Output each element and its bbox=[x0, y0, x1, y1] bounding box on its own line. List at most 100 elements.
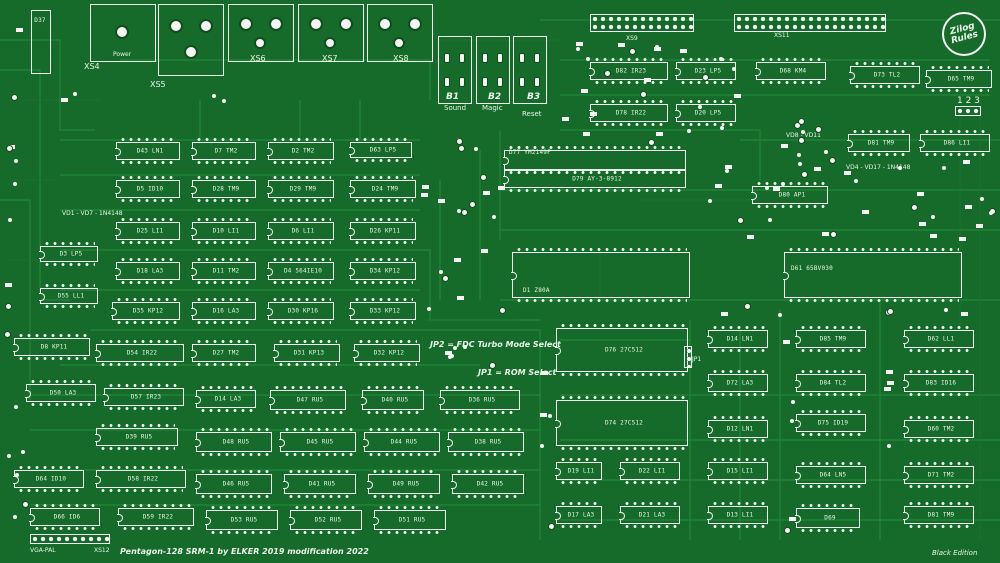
through-hole-pad bbox=[744, 303, 751, 310]
through-hole-pad bbox=[798, 137, 805, 144]
chip-label: D4 564IE10 bbox=[283, 267, 323, 275]
via bbox=[768, 218, 772, 222]
via bbox=[781, 182, 785, 186]
sound-label: Sound bbox=[444, 104, 467, 112]
chip-label: D35 KP12 bbox=[132, 307, 164, 315]
via bbox=[732, 67, 736, 71]
smd-pad bbox=[457, 296, 464, 300]
chip-label: D53 RU5 bbox=[230, 516, 258, 524]
chip-label: D11 TM2 bbox=[212, 267, 240, 275]
chip-d18: D18 LA3 bbox=[115, 258, 180, 284]
smd-pad bbox=[747, 235, 754, 239]
jp1-label: JP1 bbox=[692, 356, 702, 363]
chip-d59: D59 IR22 bbox=[117, 504, 194, 530]
via bbox=[7, 454, 11, 458]
chip-label: D43 LN1 bbox=[136, 147, 164, 155]
through-hole-pad bbox=[798, 118, 805, 125]
smd-pad bbox=[656, 132, 663, 136]
chip-label: D25 LI1 bbox=[136, 227, 164, 235]
power-label: Power bbox=[113, 51, 132, 58]
chip-label: D71 TM2 bbox=[927, 471, 955, 479]
chip-d33: D33 KP12 bbox=[349, 298, 416, 324]
chip-d58: D58 IR22 bbox=[95, 466, 186, 492]
chip-d26: D26 KP11 bbox=[349, 218, 416, 244]
board-title: Pentagon-128 SRM-1 by ELKER 2019 modific… bbox=[120, 547, 369, 556]
via bbox=[790, 419, 794, 423]
through-hole-pad bbox=[801, 171, 808, 178]
smd-pad bbox=[422, 185, 429, 189]
via bbox=[540, 444, 544, 448]
via bbox=[13, 182, 17, 186]
chip-d41: D41 RU5 bbox=[283, 470, 356, 498]
chip-d78: D78 IR22 bbox=[589, 100, 668, 126]
via bbox=[463, 345, 467, 349]
xs8-jack bbox=[367, 4, 433, 62]
chip-d20: D20 LP5 bbox=[675, 100, 736, 126]
via bbox=[798, 162, 802, 166]
xs6-jack bbox=[228, 4, 294, 62]
reset-button[interactable] bbox=[513, 36, 547, 104]
b3-label: B3 bbox=[527, 92, 541, 102]
chip-label: D59 IR22 bbox=[142, 513, 174, 521]
chip-label: D55 LL1 bbox=[57, 292, 85, 300]
smd-pad bbox=[919, 222, 926, 226]
smd-pad bbox=[644, 78, 651, 82]
chip-label: D54 IR22 bbox=[126, 349, 158, 357]
chip-d1-cpu: D1 Z80A bbox=[511, 248, 690, 302]
chip-d35: D35 KP12 bbox=[111, 298, 180, 324]
jumper-123[interactable] bbox=[955, 106, 981, 116]
via bbox=[439, 270, 443, 274]
chip-label: D14 LN1 bbox=[726, 335, 754, 343]
chip-d25: D25 LI1 bbox=[115, 218, 180, 244]
sound-button[interactable] bbox=[438, 36, 472, 104]
chip-label: D75 ID19 bbox=[817, 419, 849, 427]
chip-label: D18 LA3 bbox=[136, 267, 164, 275]
via bbox=[720, 126, 724, 130]
chip-d82: D82 IR23 bbox=[589, 58, 668, 84]
smd-pad bbox=[438, 199, 445, 203]
smd-pad bbox=[715, 184, 722, 188]
magic-button[interactable] bbox=[476, 36, 510, 104]
smd-pad bbox=[721, 312, 728, 316]
chip-label: D36 RU5 bbox=[468, 396, 496, 404]
jumper-123-label: 1 2 3 bbox=[957, 96, 980, 106]
via bbox=[980, 197, 984, 201]
jp1-header[interactable] bbox=[684, 346, 692, 368]
chip-d43: D43 LN1 bbox=[115, 138, 180, 164]
chip-label: D66 ID6 bbox=[53, 513, 81, 521]
via bbox=[15, 473, 19, 477]
via bbox=[457, 209, 461, 213]
chip-label: D13 LI1 bbox=[726, 511, 754, 519]
chip-d74-rom: D74 27C512 bbox=[555, 396, 688, 450]
smd-pad bbox=[887, 381, 894, 385]
chip-label: D73 TL2 bbox=[873, 71, 901, 79]
smd-pad bbox=[618, 43, 625, 47]
chip-label: D6 LI1 bbox=[291, 227, 315, 235]
smd-pad bbox=[481, 249, 488, 253]
chip-d83: D83 ID16 bbox=[903, 370, 974, 396]
chip-d2: D2 TM2 bbox=[267, 138, 334, 164]
chip-d72: D72 LA3 bbox=[707, 370, 768, 396]
via bbox=[14, 405, 18, 409]
vd-note-a: VD1 - VD7 - 1N4148 bbox=[62, 210, 123, 217]
through-hole-pad bbox=[5, 303, 12, 310]
chip-label: D80 AP1 bbox=[778, 191, 806, 199]
chip-label: D17 LA3 bbox=[567, 511, 595, 519]
edition-label: Black Edition bbox=[932, 549, 978, 557]
smd-pad bbox=[61, 98, 68, 102]
smd-pad bbox=[445, 351, 452, 355]
via bbox=[586, 57, 590, 61]
smd-pad bbox=[16, 28, 23, 32]
chip-label: D68 KM4 bbox=[779, 67, 807, 75]
through-hole-pad bbox=[629, 48, 636, 55]
smd-pad bbox=[965, 205, 972, 209]
b2-label: B2 bbox=[488, 92, 502, 102]
chip-label: D19 LI1 bbox=[567, 467, 595, 475]
chip-d34: D34 KP12 bbox=[349, 258, 416, 284]
reset-label: Reset bbox=[522, 110, 542, 118]
chip-d22: D22 LI1 bbox=[619, 458, 680, 484]
chip-d30: D30 KP16 bbox=[267, 298, 334, 324]
via bbox=[708, 199, 712, 203]
smd-pad bbox=[540, 413, 547, 417]
